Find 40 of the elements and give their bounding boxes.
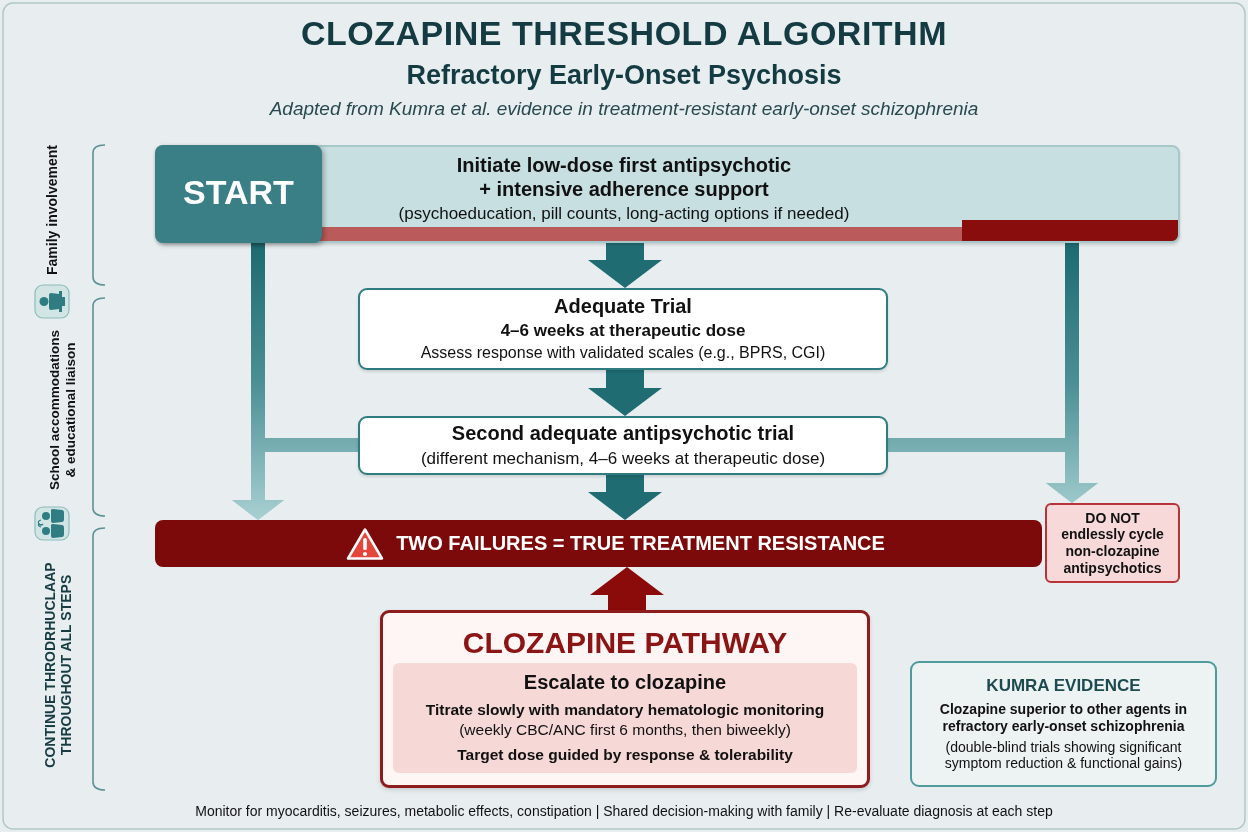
box-text: (double-blind trials showing significant symptom reduction & functional gains)	[943, 738, 1184, 772]
alert-banner	[155, 520, 1042, 567]
block-arrow	[588, 243, 662, 288]
box-text: (different mechanism, 4–6 weeks at therapeutic dose)	[420, 448, 826, 469]
box-heading: Initiate low-dose first antipsychotic + intensive adherence support	[455, 154, 793, 202]
diagram-caption: Adapted from Kumra et al. evidence in treatment-resistant early-onset schizophrenia	[268, 98, 980, 120]
box-text: Assess response with validated scales (e.g., BPRS, CGI)	[420, 344, 826, 364]
box-heading: KUMRA EVIDENCE	[986, 676, 1141, 697]
evidence-box	[910, 661, 1217, 787]
footer-note: Monitor for myocarditis, seizures, metabolic effects, constipation | Shared decision-making with family | Re-evaluate diagnosis at each step	[194, 803, 1054, 819]
box-heading: Second adequate antipsychotic trial	[451, 422, 795, 446]
box-text: Titrate slowly with mandatory hematologic monitoring	[425, 700, 825, 720]
side-label: CONTINUE THRODRHUCLAAP THROUGHOUT ALL STEPS	[41, 561, 75, 770]
start-box	[155, 145, 322, 243]
arrow	[888, 438, 1098, 503]
side-label: Family involvement	[43, 144, 61, 277]
step-box	[155, 145, 1180, 243]
pathway-steps-box	[393, 663, 857, 773]
step-box	[358, 288, 888, 370]
panel-heading: CLOZAPINE PATHWAY	[461, 625, 789, 661]
box-text: (psychoeducation, pill counts, long-acting options if needed)	[398, 203, 850, 224]
block-arrow	[588, 370, 662, 416]
pathway-panel	[380, 610, 870, 788]
box-heading: Escalate to clozapine	[523, 671, 727, 695]
warning-note	[1045, 503, 1180, 583]
start-label: START	[183, 171, 294, 213]
step-box	[358, 416, 888, 475]
box-text: 4–6 weeks at therapeutic dose	[500, 321, 746, 342]
box-text: (weekly CBC/ANC first 6 months, then biweekly)	[459, 721, 791, 740]
box-heading: Adequate Trial	[554, 294, 692, 319]
arrow	[232, 438, 358, 520]
block-arrow	[588, 475, 662, 520]
side-label: School accommodations & educational liaison	[47, 329, 79, 492]
block-arrow	[590, 567, 664, 610]
banner-text: TWO FAILURES = TRUE TREATMENT RESISTANCE	[396, 531, 885, 556]
diagram-title: CLOZAPINE THRESHOLD ALGORITHM	[300, 14, 948, 53]
diagram-subtitle: Refractory Early-Onset Psychosis	[405, 60, 843, 91]
box-text: Target dose guided by response & tolerability	[457, 746, 793, 765]
note-text: DO NOT endlessly cycle non-clozapine antipsychotics	[1060, 509, 1165, 577]
box-text: Clozapine superior to other agents in refractory early-onset schizophrenia	[938, 701, 1189, 735]
